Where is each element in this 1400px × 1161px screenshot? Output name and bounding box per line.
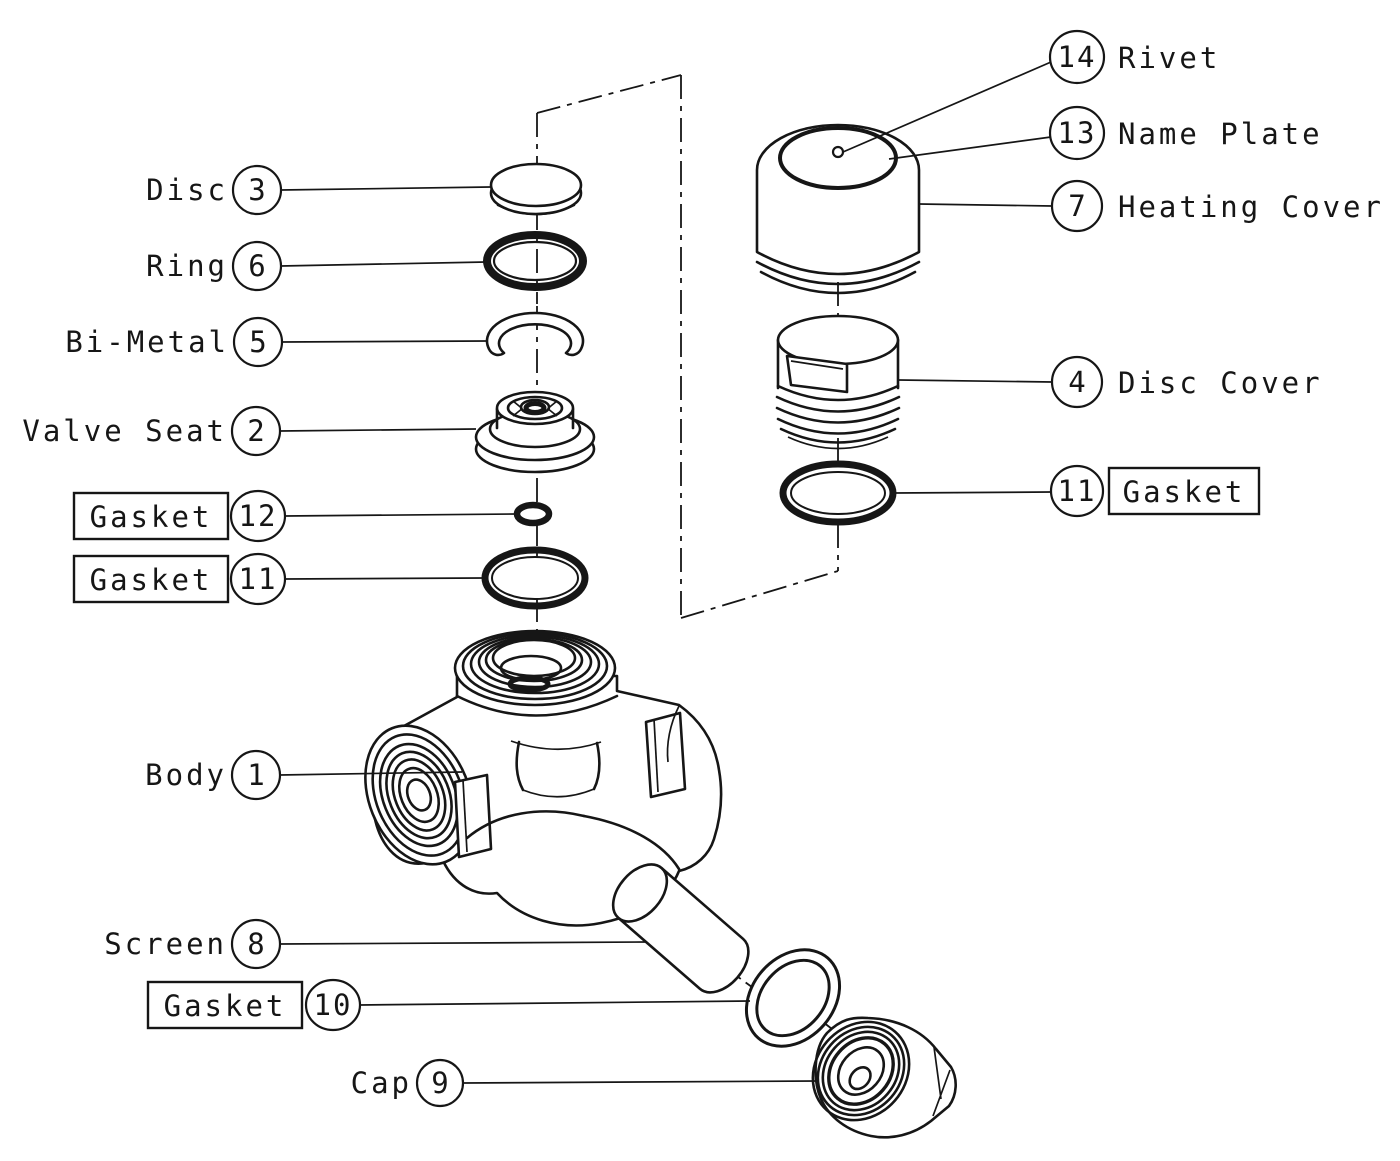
part-label: Rivet	[1118, 41, 1220, 75]
part-number: 9	[431, 1066, 448, 1100]
part-body	[364, 629, 723, 927]
callout-ring: Ring 6	[146, 240, 283, 292]
part-label: Screen	[104, 927, 227, 961]
part-gasket-11-left	[481, 546, 589, 610]
callout-rivet: 14 Rivet	[1048, 29, 1220, 85]
callout-valve-seat: Valve Seat 2	[22, 405, 282, 457]
part-number: 2	[247, 414, 264, 448]
callout-bimetal: Bi-Metal 5	[65, 316, 284, 368]
part-label: Cap	[351, 1066, 412, 1100]
centerline-frame	[536, 74, 839, 619]
leader-lines	[279, 61, 1053, 1084]
callout-body: Body 1	[145, 749, 282, 801]
part-bimetal	[485, 311, 585, 357]
part-heating-cover	[755, 123, 921, 295]
part-number: 7	[1068, 189, 1085, 223]
callout-gasket-11-right: 11 Gasket	[1049, 464, 1261, 518]
callout-gasket-10: Gasket 10	[146, 978, 362, 1032]
part-number: 10	[314, 988, 353, 1022]
callout-heating-cover: 7 Heating Cover	[1050, 179, 1384, 233]
part-label: Gasket	[164, 989, 287, 1023]
part-label: Gasket	[90, 500, 213, 534]
part-ring	[483, 231, 587, 291]
part-number: 13	[1058, 116, 1097, 150]
part-number: 6	[248, 249, 265, 283]
part-number: 5	[249, 325, 266, 359]
part-disc-cover	[775, 314, 901, 450]
body-right-tab	[644, 711, 687, 799]
part-disc	[489, 162, 583, 216]
callout-gasket-11-left: Gasket 11	[72, 552, 287, 606]
part-label: Valve Seat	[22, 414, 227, 448]
part-label: Ring	[146, 249, 228, 283]
part-number: 14	[1058, 40, 1097, 74]
part-label: Disc	[146, 173, 228, 207]
part-label: Body	[145, 758, 227, 792]
part-label: Gasket	[90, 563, 213, 597]
part-number: 12	[239, 499, 278, 533]
part-label: Disc Cover	[1118, 366, 1323, 400]
callout-screen: Screen 8	[104, 918, 282, 970]
part-number: 1	[247, 758, 264, 792]
part-number: 8	[247, 927, 264, 961]
callout-gasket-12: Gasket 12	[72, 489, 287, 543]
part-gasket-10	[744, 948, 842, 1048]
body-top-threads	[453, 629, 617, 707]
part-gasket-11-right	[779, 460, 897, 526]
part-gasket-12	[513, 501, 553, 527]
part-valve-seat	[474, 390, 596, 474]
body-left-port	[364, 724, 474, 866]
part-number: 11	[239, 562, 278, 596]
callout-disc: Disc 3	[146, 164, 283, 216]
callout-cap: Cap 9	[351, 1058, 465, 1108]
part-label: Bi-Metal	[65, 325, 229, 359]
part-label: Name Plate	[1118, 117, 1323, 151]
callout-disc-cover: 4 Disc Cover	[1050, 355, 1323, 409]
part-label: Heating Cover	[1118, 190, 1384, 224]
callout-name-plate: 13 Name Plate	[1048, 105, 1323, 161]
part-number: 3	[248, 173, 265, 207]
part-cap	[811, 1016, 957, 1139]
part-number: 4	[1068, 365, 1085, 399]
part-number: 11	[1058, 474, 1097, 508]
part-screen	[611, 863, 750, 994]
part-label: Gasket	[1123, 475, 1246, 509]
body-left-tab	[453, 773, 493, 859]
